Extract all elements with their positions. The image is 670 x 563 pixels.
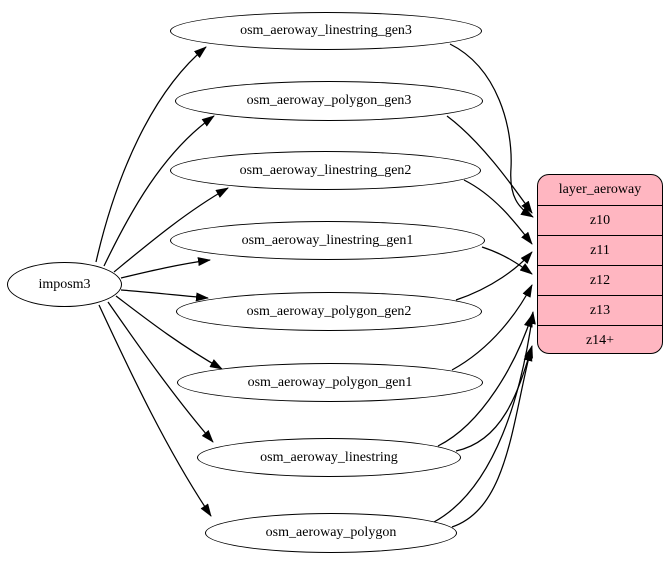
edge-linestring-gen2-z11 — [463, 179, 533, 245]
edge-imposm3-linestring — [107, 301, 214, 443]
node-imposm3: imposm3 — [7, 262, 122, 307]
node-osm-aeroway-polygon-gen3: osm_aeroway_polygon_gen3 — [175, 81, 483, 121]
edge-imposm3-linestring-gen2 — [113, 187, 229, 273]
edge-imposm3-linestring-gen1 — [120, 257, 211, 279]
edge-imposm3-polygon-gen3 — [103, 115, 215, 267]
edge-polygon-gen1-z12 — [451, 284, 533, 371]
edge-linestring-gen3-z10 — [449, 43, 534, 218]
edge-linestring-gen1-z12 — [481, 246, 533, 275]
node-osm-aeroway-linestring-gen1: osm_aeroway_linestring_gen1 — [170, 221, 485, 260]
layer-row-z10: z10 — [538, 205, 662, 235]
node-osm-aeroway-linestring: osm_aeroway_linestring — [197, 438, 461, 477]
edge-imposm3-polygon-gen2 — [120, 289, 209, 302]
layer-row-z13: z13 — [538, 295, 662, 325]
edge-polygon-gen3-z10 — [446, 115, 533, 214]
edge-polygon-gen2-z11 — [455, 251, 533, 301]
node-osm-aeroway-polygon-gen1: osm_aeroway_polygon_gen1 — [177, 363, 483, 402]
layer-aeroway-table: layer_aeroway z10 z11 z12 z13 z14+ — [537, 174, 663, 354]
layer-row-z11: z11 — [538, 235, 662, 265]
edge-imposm3-linestring-gen3 — [95, 46, 207, 263]
edge-linestring-z13 — [437, 314, 533, 447]
edge-polygon-z13 — [433, 311, 536, 523]
node-osm-aeroway-polygon-gen2: osm_aeroway_polygon_gen2 — [176, 292, 482, 331]
node-osm-aeroway-polygon: osm_aeroway_polygon — [205, 513, 457, 553]
node-osm-aeroway-linestring-gen3: osm_aeroway_linestring_gen3 — [170, 12, 482, 50]
edge-imposm3-polygon-gen1 — [115, 295, 223, 370]
edge-polygon-z14plus — [451, 348, 533, 528]
node-osm-aeroway-linestring-gen2: osm_aeroway_linestring_gen2 — [170, 151, 481, 190]
edge-linestring-z14plus — [455, 345, 533, 452]
layer-row-z14plus: z14+ — [538, 325, 662, 353]
layer-table-title: layer_aeroway — [558, 182, 642, 197]
edge-imposm3-polygon — [98, 304, 212, 517]
layer-row-z12: z12 — [538, 265, 662, 295]
